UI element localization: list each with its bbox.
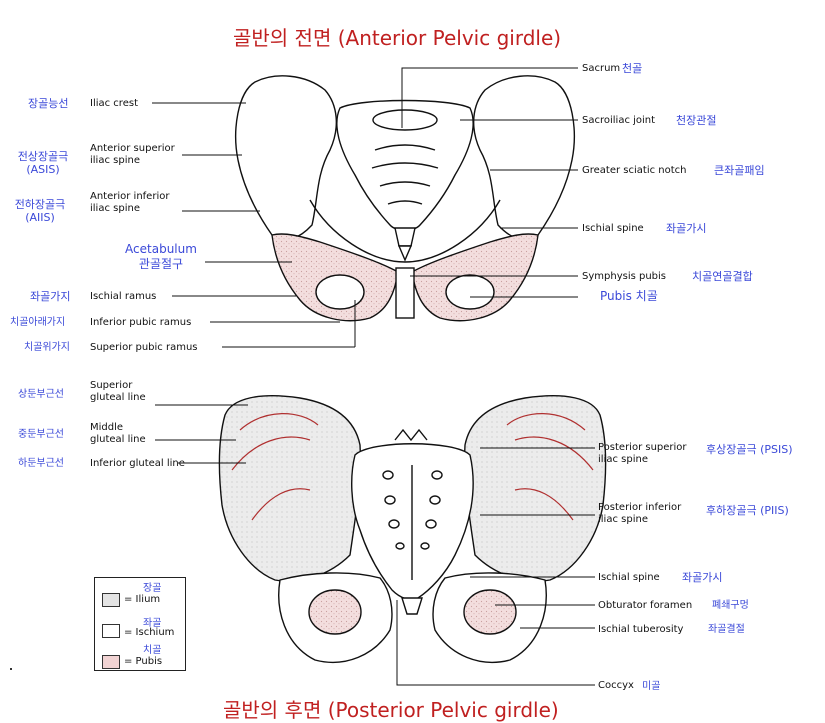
label-inferior-pubic-ramus-ko: 치골아래가지 bbox=[10, 316, 65, 329]
label-pubis: Pubis 치골 bbox=[600, 290, 658, 303]
label-ischial-spine-post: Ischial spine bbox=[598, 572, 660, 584]
label-coccyx-ko: 미골 bbox=[642, 680, 660, 693]
anterior-title: 골반의 전면 (Anterior Pelvic girdle) bbox=[233, 22, 561, 51]
label-sacroiliac-joint-ko: 천장관절 bbox=[676, 114, 716, 127]
posterior-right-ilium bbox=[465, 396, 606, 582]
label-symphysis-pubis: Symphysis pubis bbox=[582, 271, 666, 283]
label-aiis-ko: 전하장골극 (AIIS) bbox=[8, 198, 72, 224]
label-superior-gluteal-ko: 상둔부근선 bbox=[18, 388, 64, 401]
label-iliac-crest: Iliac crest bbox=[90, 98, 138, 110]
label-middle-gluteal-ko: 중둔부근선 bbox=[18, 428, 64, 441]
anterior-pelvis bbox=[236, 76, 575, 321]
label-greater-sciatic-notch-ko: 큰좌골패임 bbox=[714, 164, 765, 177]
legend-pubis-swatch bbox=[102, 655, 120, 669]
label-superior-gluteal: Superior gluteal line bbox=[90, 380, 146, 404]
label-asis: Anterior superior iliac spine bbox=[90, 143, 175, 167]
label-obturator-foramen-ko: 폐쇄구멍 bbox=[712, 599, 749, 612]
label-middle-gluteal: Middle gluteal line bbox=[90, 422, 146, 446]
legend-pubis-label: = Pubis bbox=[124, 656, 162, 667]
legend-ilium-ko: 장골 bbox=[143, 579, 161, 594]
label-sacrum: Sacrum bbox=[582, 63, 620, 75]
anterior-left-ilium bbox=[236, 76, 337, 240]
label-ischial-ramus: Ischial ramus bbox=[90, 291, 156, 303]
label-ischial-spine-post-ko: 좌골가시 bbox=[682, 571, 722, 584]
posterior-pelvis bbox=[219, 396, 605, 663]
label-superior-pubic-ramus-ko: 치골위가지 bbox=[24, 341, 70, 354]
label-iliac-crest-ko: 장골능선 bbox=[28, 97, 68, 110]
stray-dot bbox=[10, 668, 12, 670]
legend-ischium-label: = Ischium bbox=[124, 627, 174, 638]
label-ischial-tuberosity: Ischial tuberosity bbox=[598, 624, 683, 636]
legend-ischium-swatch bbox=[102, 624, 120, 638]
legend-pubis-ko: 치골 bbox=[143, 641, 161, 656]
label-inferior-gluteal: Inferior gluteal line bbox=[90, 458, 185, 470]
legend-ilium-label: = Ilium bbox=[124, 594, 160, 605]
label-piis: Posterior inferior iliac spine bbox=[598, 502, 681, 526]
label-piis-ko: 후하장골극 (PIIS) bbox=[706, 504, 789, 517]
label-greater-sciatic-notch: Greater sciatic notch bbox=[582, 165, 687, 177]
label-ischial-spine-ant: Ischial spine bbox=[582, 223, 644, 235]
label-ischial-tuberosity-ko: 좌골결절 bbox=[708, 623, 745, 636]
posterior-left-ilium bbox=[219, 396, 360, 582]
label-asis-ko: 전상장골극 (ASIS) bbox=[12, 150, 74, 176]
label-symphysis-pubis-ko: 치골연골결합 bbox=[692, 270, 753, 283]
label-psis: Posterior superior iliac spine bbox=[598, 442, 687, 466]
legend-ilium-swatch bbox=[102, 593, 120, 607]
label-inferior-gluteal-ko: 하둔부근선 bbox=[18, 457, 64, 470]
label-ischial-ramus-ko: 좌골가지 bbox=[30, 290, 70, 303]
label-psis-ko: 후상장골극 (PSIS) bbox=[706, 443, 793, 456]
label-ischial-spine-ant-ko: 좌골가시 bbox=[666, 222, 706, 235]
label-coccyx: Coccyx bbox=[598, 680, 634, 692]
label-superior-pubic-ramus: Superior pubic ramus bbox=[90, 342, 198, 354]
label-acetabulum: Acetabulum 관골절구 bbox=[116, 242, 206, 272]
label-obturator-foramen: Obturator foramen bbox=[598, 600, 692, 612]
label-sacrum-ko: 천골 bbox=[622, 62, 642, 75]
label-aiis: Anterior inferior iliac spine bbox=[90, 191, 169, 215]
anterior-right-ilium bbox=[474, 76, 575, 240]
label-inferior-pubic-ramus: Inferior pubic ramus bbox=[90, 317, 191, 329]
label-sacroiliac-joint: Sacroiliac joint bbox=[582, 115, 655, 127]
